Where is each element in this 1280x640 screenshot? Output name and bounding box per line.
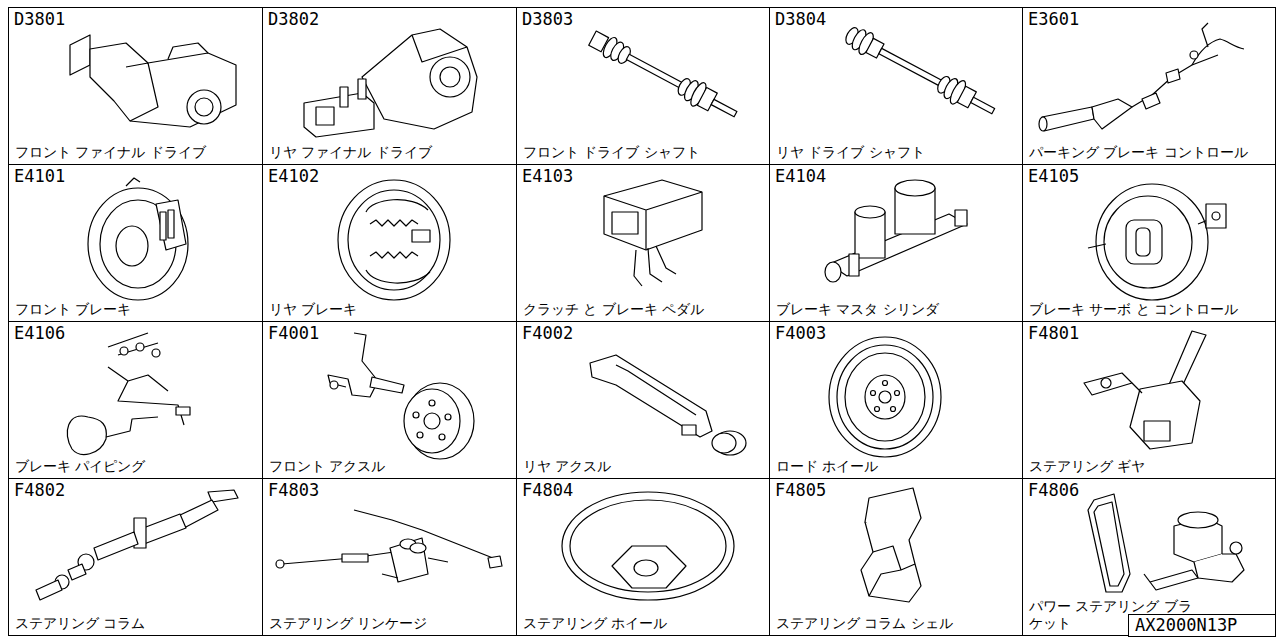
part-name: パーキング ブレーキ コントロール — [1029, 144, 1248, 161]
catalog-cell: D3804 リヤ ドライブ シャフト — [769, 7, 1023, 165]
part-name: ブレーキ サーボ と コントロール — [1029, 301, 1238, 318]
part-code: F4001 — [268, 324, 319, 343]
part-code: E3601 — [1028, 10, 1079, 29]
catalog-cell: D3802 リヤ ファイナル ドライブ — [262, 7, 517, 165]
part-code: F4003 — [775, 324, 826, 343]
final-drive-figure — [304, 29, 477, 137]
catalog-cell: D3801 フロント ファイナル ドライブ — [8, 7, 263, 165]
drum-brake-figure — [338, 180, 450, 300]
master-cylinder-figure — [825, 180, 967, 282]
catalog-cell: E4101 フロント ブレーキ — [8, 164, 263, 322]
catalog-cell: E4102 リヤ ブレーキ — [262, 164, 517, 322]
part-name: リヤ ファイナル ドライブ — [269, 144, 432, 161]
steering-column-figure — [36, 490, 238, 600]
road-wheel-figure — [829, 337, 941, 457]
brake-pipe-figure — [67, 333, 190, 454]
part-name: フロント アクスル — [269, 458, 385, 475]
catalog-cell: F4801 ステアリング ギヤ — [1022, 321, 1276, 479]
catalog-cell: E4106 ブレーキ パイピング — [8, 321, 263, 479]
catalog-cell: F4002 リヤ アクスル — [516, 321, 770, 479]
drawing-number: AX2000N13P — [1128, 614, 1276, 637]
front-axle-figure — [328, 333, 474, 459]
part-name: リヤ ドライブ シャフト — [776, 144, 925, 161]
part-code: D3804 — [775, 10, 826, 29]
catalog-cell: E4104 ブレーキ マスタ シリンダ — [769, 164, 1023, 322]
catalog-cell: F4804 ステアリング ホイール — [516, 478, 770, 636]
brake-servo-figure — [1088, 184, 1226, 300]
catalog-cell: F4805 ステアリング コラム シェル — [769, 478, 1023, 636]
part-code: F4802 — [14, 481, 65, 500]
catalog-cell: E4103 クラッチ と ブレーキ ペダル — [516, 164, 770, 322]
catalog-cell: F4803 ステアリング リンケージ — [262, 478, 517, 636]
catalog-cell: D3803 フロント ドライブ シャフト — [516, 7, 770, 165]
steering-linkage-figure — [276, 510, 502, 582]
part-name: ステアリング コラム — [15, 615, 145, 632]
part-code: F4803 — [268, 481, 319, 500]
pedal-figure — [604, 180, 702, 286]
power-steering-figure — [1088, 494, 1244, 592]
column-shell-figure — [861, 488, 921, 602]
catalog-cell: E3601 パーキング ブレーキ コントロール — [1022, 7, 1276, 165]
part-code: E4106 — [14, 324, 65, 343]
part-name: ステアリング ギヤ — [1029, 458, 1145, 475]
part-name: フロント ブレーキ — [15, 301, 131, 318]
disc-brake-figure — [88, 178, 188, 300]
catalog-cell: F4806パワー ステアリング ブラケット — [1022, 478, 1276, 636]
part-name: クラッチ と ブレーキ ペダル — [523, 301, 704, 318]
catalog-cell: E4105 ブレーキ サーボ と コントロール — [1022, 164, 1276, 322]
part-code: F4805 — [775, 481, 826, 500]
part-name: フロント ドライブ シャフト — [523, 144, 700, 161]
parking-brake-figure — [1039, 23, 1244, 131]
part-name: ステアリング リンケージ — [269, 615, 427, 632]
drive-shaft-figure — [841, 22, 999, 122]
catalog-cell: F4003 ロード ホイール — [769, 321, 1023, 479]
part-name: ロード ホイール — [776, 458, 878, 475]
part-code: D3803 — [522, 10, 573, 29]
part-name: ステアリング コラム シェル — [776, 615, 953, 632]
part-name: ブレーキ パイピング — [15, 458, 145, 475]
part-code: E4104 — [775, 167, 826, 186]
part-name: フロント ファイナル ドライブ — [15, 144, 206, 161]
steering-wheel-figure — [562, 492, 734, 600]
part-code: E4102 — [268, 167, 319, 186]
drive-shaft-figure — [586, 27, 741, 126]
steering-gear-figure — [1084, 331, 1206, 449]
part-code: F4806 — [1028, 481, 1079, 500]
part-name: ステアリング ホイール — [523, 615, 667, 632]
part-code: F4801 — [1028, 324, 1079, 343]
part-name: リヤ ブレーキ — [269, 301, 357, 318]
part-code: E4103 — [522, 167, 573, 186]
rear-axle-figure — [590, 355, 746, 455]
part-code: E4101 — [14, 167, 65, 186]
part-code: D3801 — [14, 10, 65, 29]
part-code: E4105 — [1028, 167, 1079, 186]
catalog-cell: F4001 フロント アクスル — [262, 321, 517, 479]
part-code: F4804 — [522, 481, 573, 500]
part-name: リヤ アクスル — [523, 458, 611, 475]
part-code: D3802 — [268, 10, 319, 29]
part-name: ブレーキ マスタ シリンダ — [776, 301, 939, 318]
part-code: F4002 — [522, 324, 573, 343]
final-drive-figure — [70, 35, 236, 127]
catalog-cell: F4802 ステアリング コラム — [8, 478, 263, 636]
